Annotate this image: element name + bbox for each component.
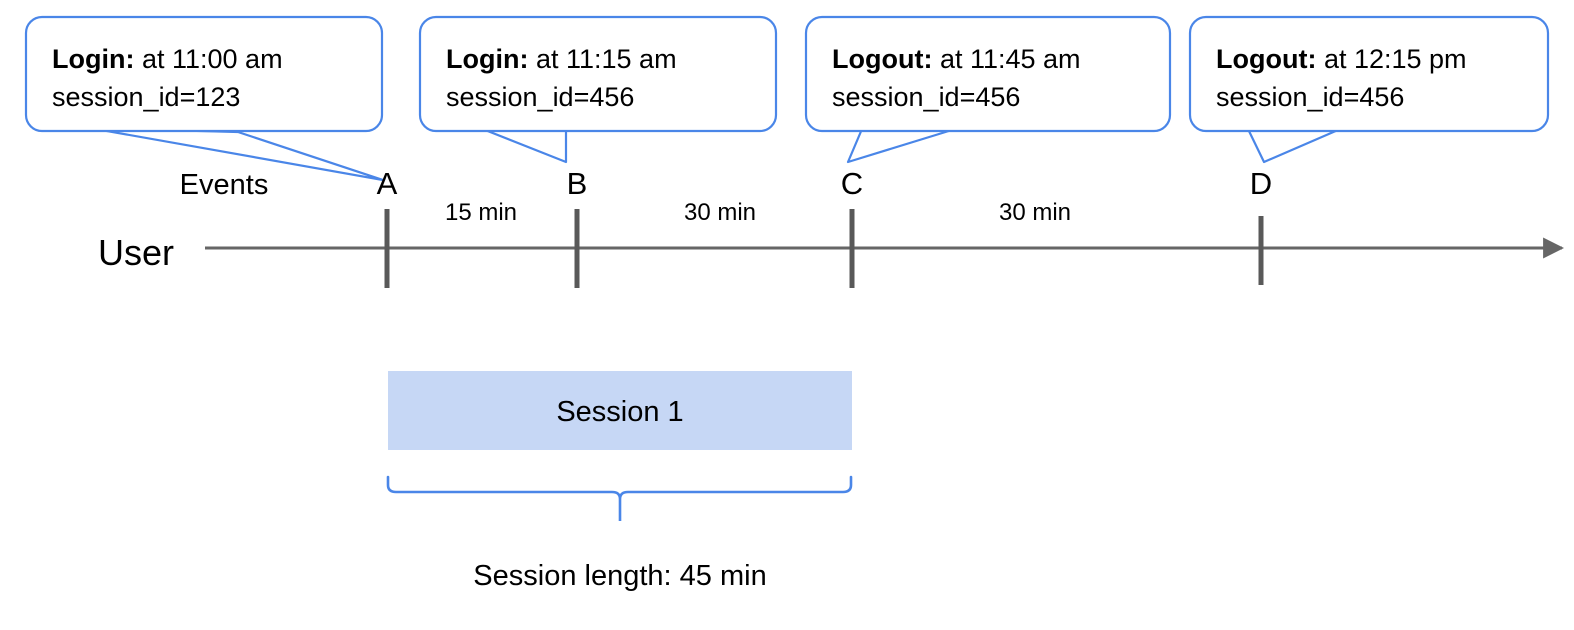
callout-d[interactable]: Logout: at 12:15 pm session_id=456 [1188,15,1550,164]
interval-label-cd: 30 min [999,199,1071,226]
session-brace [386,475,853,521]
row-label-user: User [98,232,174,273]
event-letter-d: D [1250,166,1272,201]
callout-b[interactable]: Login: at 11:15 am session_id=456 [418,15,778,164]
callout-c-line2: session_id=456 [832,82,1020,112]
callout-a[interactable]: Login: at 11:00 am session_id=123 [24,15,385,182]
event-letter-b: B [567,166,588,201]
callout-b-line2: session_id=456 [446,82,634,112]
callout-b-line1: Login: at 11:15 am [446,44,677,74]
session-bar-label: Session 1 [556,396,683,428]
interval-label-ab: 15 min [445,199,517,226]
callout-d-line2: session_id=456 [1216,82,1404,112]
callout-b-bubble [418,15,778,133]
session-bar[interactable] [388,371,852,450]
callout-d-line1: Logout: at 12:15 pm [1216,44,1467,74]
callout-a-line2: session_id=123 [52,82,240,112]
callout-c-line1: Logout: at 11:45 am [832,44,1081,74]
session-length-caption: Session length: 45 min [473,560,766,592]
callout-c[interactable]: Logout: at 11:45 am session_id=456 [804,15,1172,164]
callout-d-bubble [1188,15,1550,133]
row-label-events: Events [180,169,269,201]
callout-c-bubble [804,15,1172,133]
interval-label-bc: 30 min [684,199,756,226]
event-letter-c: C [841,166,863,201]
callout-c-tail [846,127,954,164]
callout-b-tail [478,126,568,164]
callout-d-tail [1246,127,1340,164]
event-letter-a: A [377,166,398,201]
callout-a-line1: Login: at 11:00 am [52,44,283,74]
callout-a-bubble [24,15,384,133]
